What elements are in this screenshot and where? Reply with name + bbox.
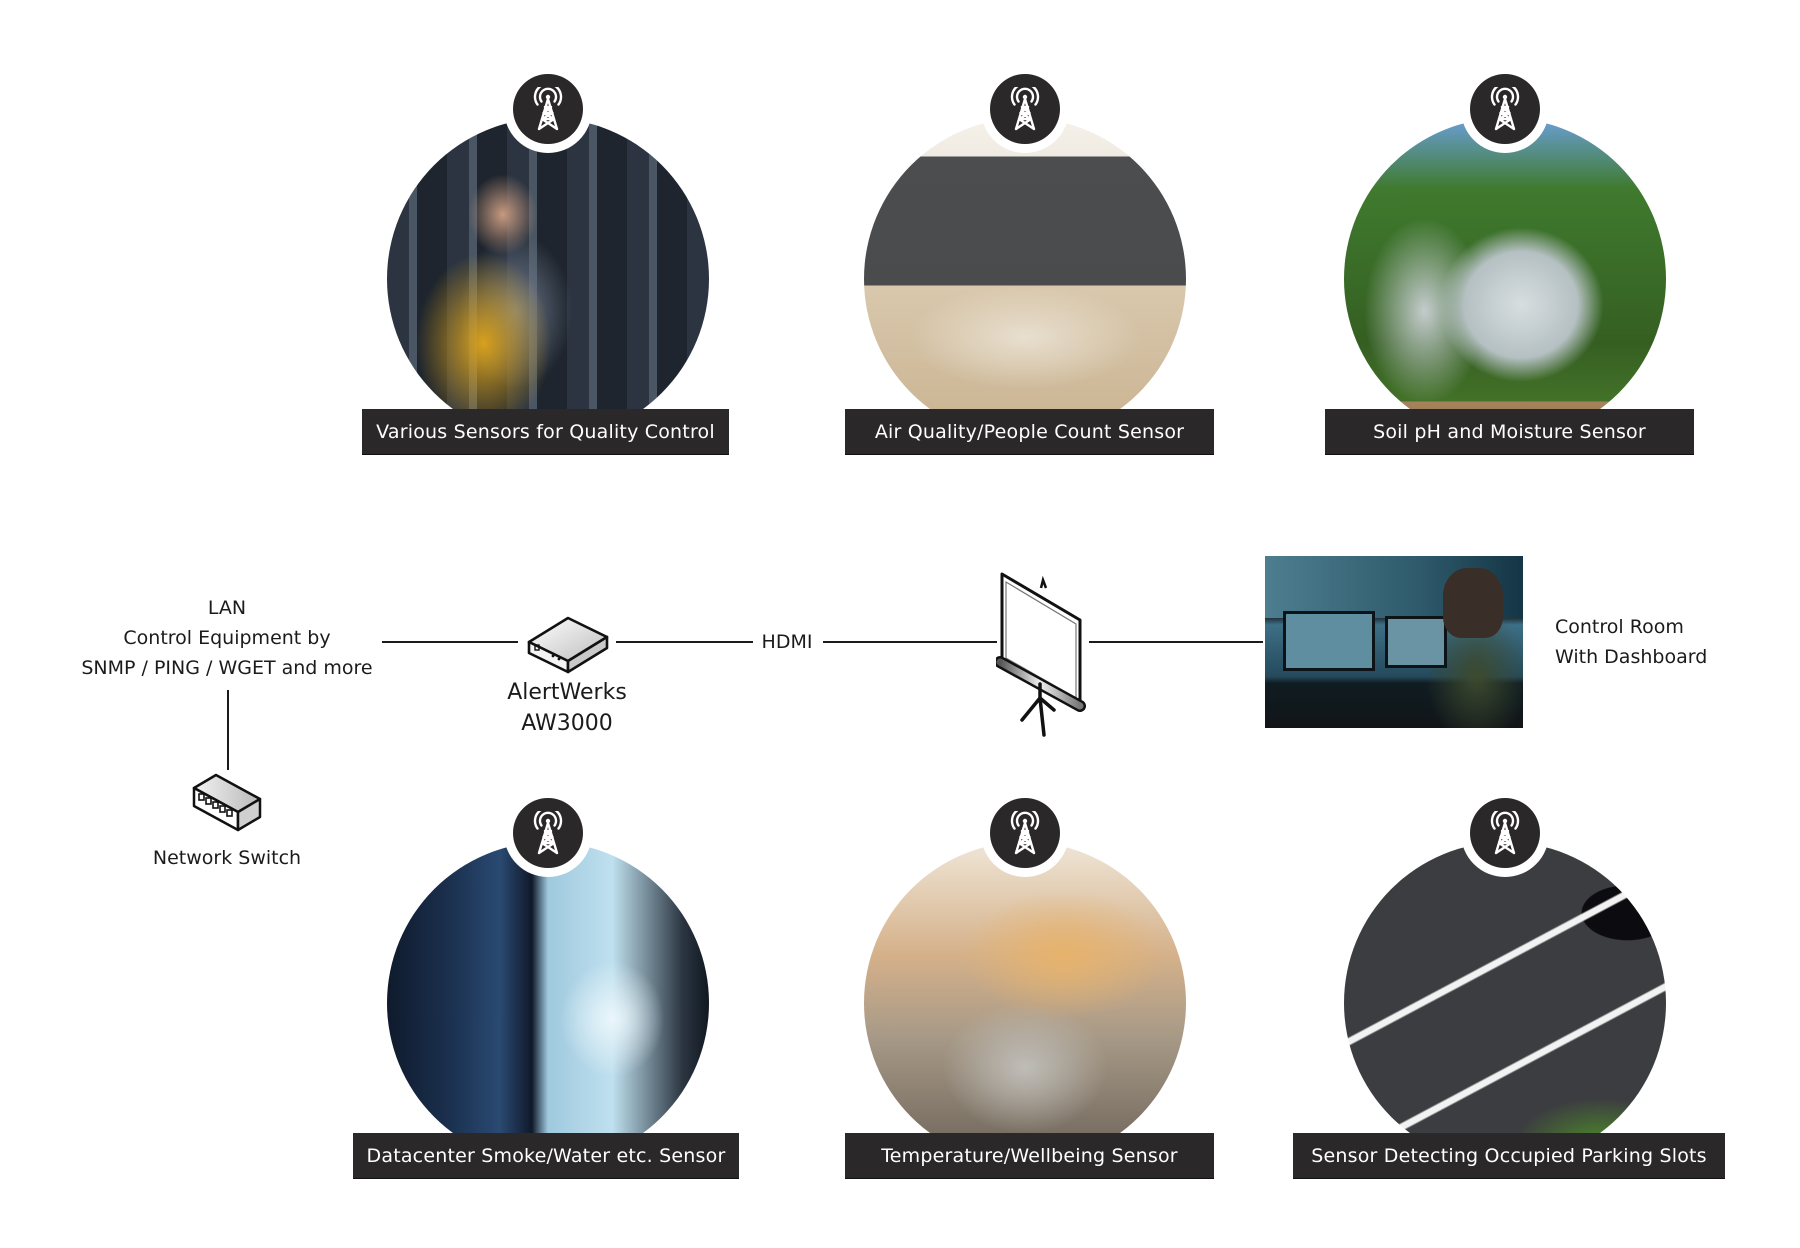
connector-lan-device [382, 641, 518, 643]
connector-hdmi-display [823, 641, 997, 643]
control-room-line-2: With Dashboard [1555, 646, 1708, 668]
control-room-photo [1265, 556, 1523, 728]
parking-lot-photo [1344, 842, 1666, 1164]
connector-lan-switch [227, 690, 229, 770]
control-room-line-1: Control Room [1555, 616, 1684, 638]
lan-description: LAN Control Equipment by SNMP / PING / W… [52, 593, 402, 683]
datacenter-photo [387, 842, 709, 1164]
network-switch-label: Network Switch [152, 847, 302, 869]
hdmi-label: HDMI [761, 631, 813, 653]
sensor-label: Sensor Detecting Occupied Parking Slots [1293, 1133, 1725, 1179]
sensor-label: Soil pH and Moisture Sensor [1325, 409, 1694, 455]
sensor-label: Temperature/Wellbeing Sensor [845, 1133, 1214, 1179]
radio-tower-icon [1470, 74, 1540, 144]
operator-figure [1443, 568, 1503, 638]
control-room-label: Control Room With Dashboard [1555, 612, 1707, 672]
radio-tower-icon [990, 798, 1060, 868]
device-model: AW3000 [521, 711, 613, 736]
network-switch-icon [190, 772, 264, 834]
radio-tower-icon [1470, 798, 1540, 868]
sensor-label: Datacenter Smoke/Water etc. Sensor [353, 1133, 739, 1179]
device-name: AlertWerks [507, 680, 627, 705]
factory-photo [387, 118, 709, 440]
meeting-room-photo [864, 118, 1186, 440]
dashboard-monitor-right [1385, 616, 1447, 668]
alertwerks-device-icon [526, 615, 610, 675]
radio-tower-icon [990, 74, 1060, 144]
office-photo [864, 842, 1186, 1164]
greenhouse-photo [1344, 118, 1666, 440]
sensor-label: Air Quality/People Count Sensor [845, 409, 1214, 455]
connector-display-control-room [1089, 641, 1263, 643]
projector-screen-icon [994, 570, 1086, 738]
lan-line-2: Control Equipment by [123, 627, 331, 649]
sensor-label: Various Sensors for Quality Control [362, 409, 729, 455]
radio-tower-icon [513, 798, 583, 868]
lan-line-1: LAN [207, 597, 247, 619]
lan-line-3: SNMP / PING / WGET and more [81, 657, 373, 679]
connector-device-hdmi [616, 641, 753, 643]
dashboard-monitor-left [1283, 611, 1375, 671]
radio-tower-icon [513, 74, 583, 144]
